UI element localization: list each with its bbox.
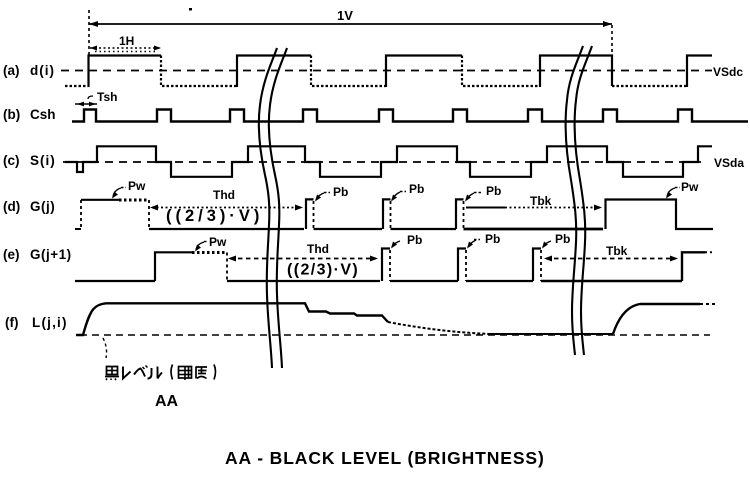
svg-text:(a): (a) (3, 63, 20, 78)
svg-text:Pb: Pb (333, 185, 348, 199)
svg-text:VSdc: VSdc (713, 65, 743, 79)
svg-text:Pb: Pb (407, 233, 422, 247)
svg-text:G(j+1): G(j+1) (30, 247, 72, 262)
svg-text:(d): (d) (3, 199, 20, 214)
svg-text:Pb: Pb (409, 182, 424, 196)
svg-text:G(j): G(j) (30, 199, 55, 214)
svg-text:Csh: Csh (30, 107, 56, 122)
svg-text:AA: AA (155, 393, 179, 410)
svg-text:Tsh: Tsh (97, 90, 117, 104)
svg-text:Tbk: Tbk (530, 194, 552, 208)
svg-text:Pb: Pb (555, 232, 570, 246)
svg-text:d(i): d(i) (30, 63, 55, 78)
svg-text:S(i): S(i) (30, 153, 56, 168)
svg-text:AA - BLACK LEVEL (BRIGHTNESS): AA - BLACK LEVEL (BRIGHTNESS) (225, 448, 545, 468)
svg-text:L(j,i): L(j,i) (32, 315, 68, 330)
svg-text:Pb: Pb (486, 184, 501, 198)
svg-text:Thd: Thd (307, 242, 329, 256)
svg-text:((2/3)·V): ((2/3)·V) (287, 262, 359, 279)
svg-text:Pw: Pw (681, 180, 699, 194)
svg-text:VSda: VSda (714, 156, 744, 170)
svg-text:Pw: Pw (209, 235, 227, 249)
svg-text:((2/3)·V): ((2/3)·V) (166, 207, 263, 225)
svg-text:(b): (b) (3, 107, 20, 122)
svg-text:(e): (e) (3, 247, 20, 262)
svg-text:Pw: Pw (128, 179, 146, 193)
svg-text:Thd: Thd (213, 188, 235, 202)
svg-text:1H: 1H (119, 34, 134, 48)
svg-text:1V: 1V (337, 8, 353, 23)
svg-text:Tbk: Tbk (606, 244, 628, 258)
svg-text:Pb: Pb (485, 232, 500, 246)
svg-text:(f): (f) (5, 315, 19, 330)
svg-text:(c): (c) (3, 153, 20, 168)
